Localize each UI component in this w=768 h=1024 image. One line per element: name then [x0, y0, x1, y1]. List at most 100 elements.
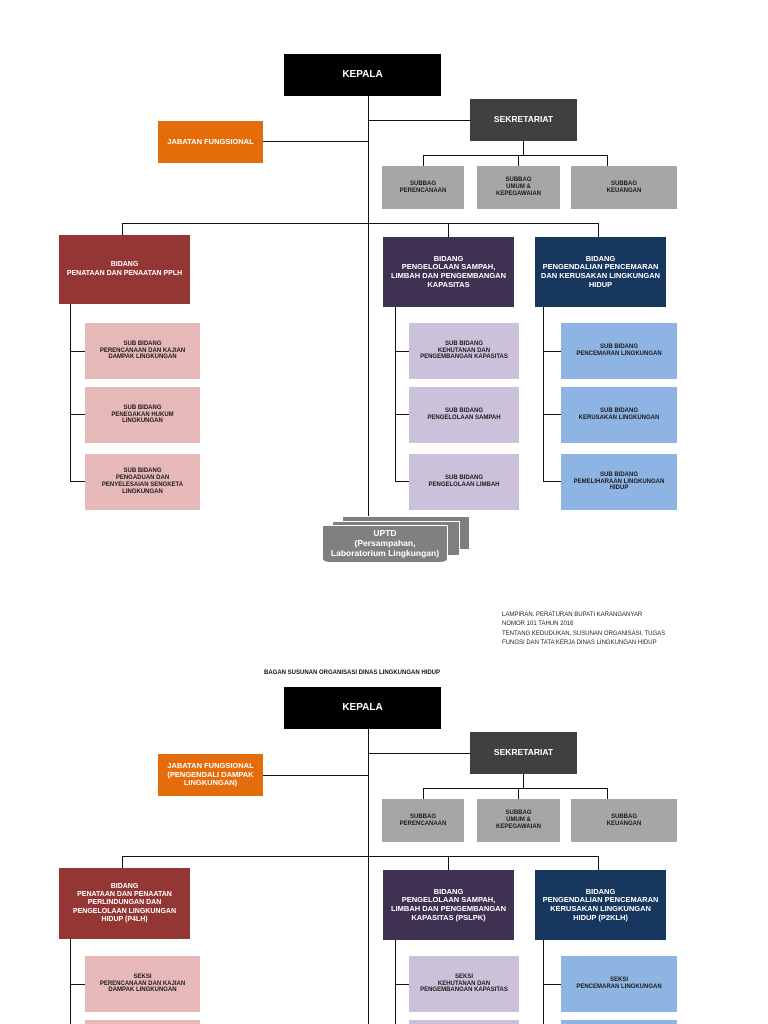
connector-line: [395, 307, 396, 482]
sekretariat-box: SEKRETARIAT: [470, 732, 577, 774]
connector-line: [598, 856, 599, 870]
connector-line: [543, 351, 561, 352]
connector-line: [607, 788, 608, 799]
connector-line: [395, 351, 409, 352]
box-label-line: DAMPAK LINGKUNGAN: [108, 354, 177, 361]
connector-line: [122, 856, 123, 868]
box-label-line: PERENCANAAN DAN KAJIAN: [99, 347, 186, 354]
box-label-line: KEUANGAN: [606, 187, 642, 194]
connector-line: [543, 940, 544, 1024]
connector-line: [70, 351, 85, 352]
connector-line: [543, 307, 544, 482]
box-label-line: PERENCANAAN: [399, 187, 447, 194]
box-label-line: PERENCANAAN: [399, 820, 447, 827]
connector-line: [70, 304, 71, 482]
box-label-line: PENGENDALIAN PENCEMARAN: [542, 895, 659, 905]
box-label-line: SUB BIDANG: [599, 408, 638, 415]
connector-line: [122, 223, 599, 224]
connector-line: [423, 788, 424, 799]
box-label-line: LIMBAH DAN PENGEMBANGAN: [391, 271, 506, 280]
connector-line: [395, 481, 409, 482]
box-label-line: PENATAAN DAN PENAATAN: [77, 891, 172, 899]
box-label-line: BIDANG: [433, 253, 464, 263]
connector-line: [262, 775, 368, 776]
box-label-line: SUB BIDANG: [123, 404, 162, 411]
box-label-line: KEUANGAN: [606, 820, 642, 827]
connector-line: [543, 414, 561, 415]
box-label-line: PENEGAKAN HUKUM: [111, 411, 174, 418]
box-label-line: PENATAAN DAN PENAATAN PPLH: [66, 269, 183, 277]
box-label-line: PENGELOLAAN LIMBAH: [428, 482, 500, 488]
box-label-line: PENGENDALIAN PENCEMARAN: [542, 262, 659, 272]
box-label-line: SUB BIDANG: [123, 468, 162, 475]
connector-line: [423, 155, 608, 156]
seksi-box-partial: [561, 1020, 677, 1024]
box-label-line: JABATAN FUNGSIONAL: [167, 761, 254, 771]
connector-line: [395, 414, 409, 415]
box-label-line: KEHUTANAN DAN: [437, 347, 491, 354]
connector-line: [518, 155, 519, 166]
org-chart-1: KEPALA SEKRETARIAT JABATAN FUNGSIONAL SU…: [59, 54, 677, 563]
box-label-line: BIDANG: [585, 253, 616, 263]
connector-line: [423, 788, 608, 789]
box-label-line: SUB BIDANG: [444, 475, 483, 482]
box-label-line: KEHUTANAN DAN: [437, 980, 491, 987]
box-label-line: LINGKUNGAN): [183, 778, 238, 788]
box-label-line: SUB BIDANG: [444, 340, 483, 347]
box-label-line: BIDANG: [110, 883, 139, 891]
kepala-box: KEPALA: [284, 687, 441, 729]
connector-line: [423, 155, 424, 166]
box-label-line: PENGEMBANGAN KAPASITAS: [420, 354, 508, 361]
connector-line: [368, 729, 369, 857]
box-label-line: SUBBAG: [505, 177, 532, 184]
seksi-box-partial: [409, 1020, 519, 1024]
box-label-line: PENYELESAIAN SENGKETA: [101, 482, 184, 488]
connector-line: [368, 753, 470, 754]
box-label-line: (PENGENDALI DAMPAK: [167, 769, 254, 779]
box-label-line: BIDANG: [110, 261, 139, 269]
box-label-line: HIDUP (P4LH): [101, 915, 148, 923]
box-label-line: UPTD: [373, 528, 397, 539]
connector-line: [70, 414, 85, 415]
box-label-line: PERLINDUNGAN DAN: [87, 899, 162, 907]
box-label-line: LINGKUNGAN: [122, 488, 163, 495]
box-label-line: SUBBAG: [409, 180, 436, 187]
connector-line: [70, 939, 71, 1024]
connector-line: [543, 984, 561, 985]
box-label-line: KEPEGAWAIAN: [495, 190, 541, 197]
box-label-line: LIMBAH DAN PENGEMBANGAN: [391, 904, 506, 913]
box-label-line: DAMPAK LINGKUNGAN: [108, 987, 177, 994]
box-label-line: KAPASITAS (PSLPK): [411, 912, 486, 922]
lampiran-line: FUNGSI DAN TATA KERJA DINAS LINGKUNGAN H…: [502, 639, 657, 646]
box-label-line: HIDUP: [609, 485, 629, 492]
connector-line: [368, 856, 369, 1024]
box-label-line: SEKSI: [454, 973, 473, 980]
box-label-line: SUB BIDANG: [123, 340, 162, 347]
connector-line: [448, 856, 449, 870]
